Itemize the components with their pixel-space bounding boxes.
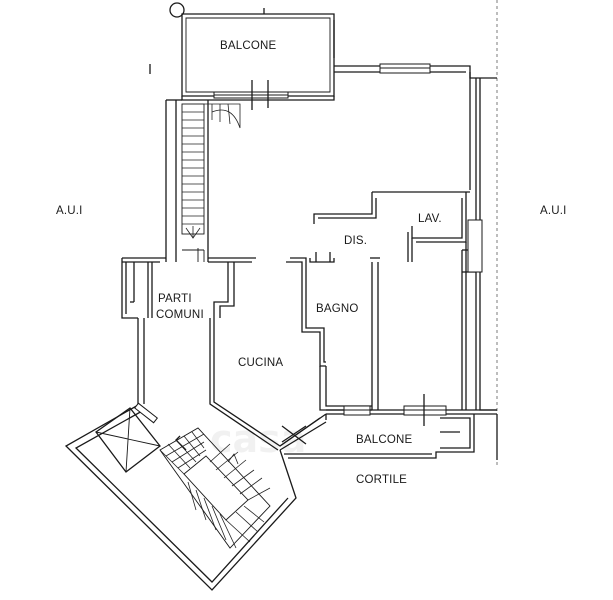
- bottom-balcony: [279, 414, 498, 460]
- stairwell-rotated: [64, 402, 297, 591]
- window-top-wall: [379, 63, 431, 74]
- label-cucina: CUCINA: [238, 357, 283, 369]
- label-aui-left: A.U.I: [56, 205, 83, 217]
- label-dis: DIS.: [344, 235, 367, 247]
- stair-arrow-icon: [227, 453, 239, 465]
- window-bottom-right: [403, 394, 447, 426]
- stair-flight-rotated: [159, 427, 271, 549]
- label-parti: PARTI: [158, 293, 192, 305]
- label-lav: LAV.: [418, 213, 442, 225]
- window-right-wall: [467, 219, 483, 273]
- stair-flight-vertical: [181, 103, 241, 262]
- column-icon: [169, 2, 185, 18]
- label-aui-right: A.U.I: [540, 205, 567, 217]
- label-comuni: COMUNI: [156, 309, 204, 321]
- window-top-balcony: [213, 80, 289, 110]
- label-bagno: BAGNO: [316, 303, 359, 315]
- window-bottom-left: [343, 405, 371, 416]
- watermark: casa: [210, 417, 306, 461]
- label-balcone-bottom: BALCONE: [356, 434, 412, 446]
- apartment-walls: [121, 65, 497, 451]
- label-balcone-top: BALCONE: [220, 40, 276, 52]
- label-cortile: CORTILE: [356, 474, 407, 486]
- door-cross-icon: [281, 425, 307, 445]
